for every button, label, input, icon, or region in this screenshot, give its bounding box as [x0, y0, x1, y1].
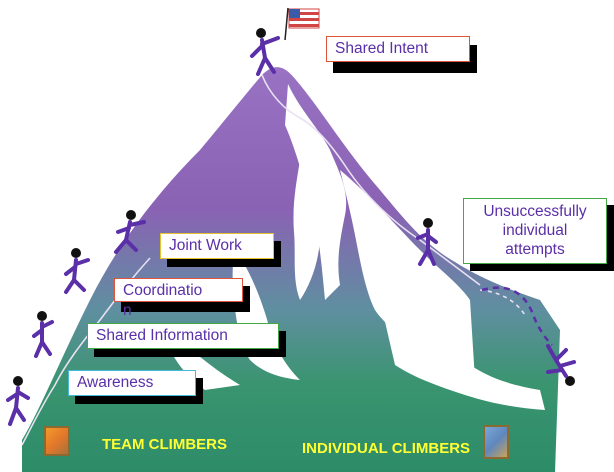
- label-joint-work: Joint Work: [160, 233, 274, 259]
- climber-2-icon: [32, 311, 54, 358]
- climber-summit-icon: [250, 28, 280, 76]
- falling-climber-icon: [546, 344, 576, 386]
- fall-trajectory: [481, 286, 553, 346]
- caption-individual-climbers: INDIVIDUAL CLIMBERS: [302, 440, 471, 457]
- label-shared-intent: Shared Intent: [326, 36, 470, 62]
- climber-4-icon: [114, 210, 146, 254]
- label-coordination: Coordinatio n: [114, 278, 243, 319]
- snow-patches: [100, 84, 545, 410]
- label-unsuccessful-attempts: Unsuccessfully individual attempts: [463, 198, 607, 264]
- individual-climber-icon: [483, 425, 509, 459]
- label-awareness: Awareness: [68, 370, 196, 396]
- climber-individual-icon: [416, 218, 438, 266]
- flag-icon: [284, 7, 320, 41]
- climber-3-icon: [64, 248, 90, 294]
- climber-1-icon: [6, 376, 30, 426]
- label-shared-information: Shared Information: [87, 323, 279, 349]
- team-climber-icon: [44, 426, 70, 456]
- caption-team-climbers: TEAM CLIMBERS: [102, 436, 227, 453]
